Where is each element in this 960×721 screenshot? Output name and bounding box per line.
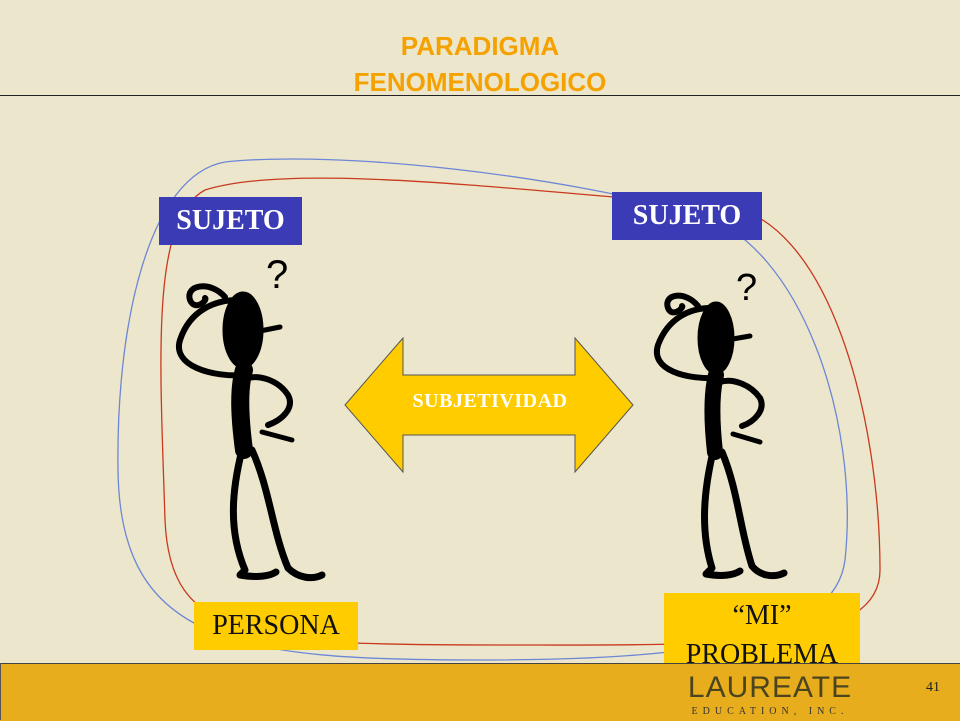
logo-subtitle: EDUCATION, INC. (691, 706, 849, 717)
title-line-2: FENOMENOLOGICO (353, 67, 607, 97)
persona-box: PERSONA (194, 602, 358, 650)
question-mark-left: ? (266, 253, 288, 297)
thinker-right-figure (653, 292, 788, 580)
question-mark-right: ? (736, 267, 757, 309)
slide-number: 41 (926, 680, 940, 695)
subjetividad-label: SUBJETIVIDAD (412, 390, 568, 412)
logo-wordmark: LAUREATE (687, 671, 853, 704)
title-divider (0, 95, 960, 96)
sujeto-left-box: SUJETO (159, 197, 302, 245)
slide-title: PARADIGMA FENOMENOLOGICO (0, 28, 960, 100)
title-line-1: PARADIGMA (400, 31, 560, 61)
footer-left-rule (0, 663, 11, 720)
thinker-left-figure (175, 283, 326, 582)
laureate-logo: LAUREATE EDUCATION, INC. (686, 672, 854, 720)
sujeto-right-box: SUJETO (612, 192, 762, 240)
footer-bar (0, 663, 960, 721)
subjetividad-double-arrow (344, 336, 634, 474)
mi-problema-line-1: “MI” (732, 600, 792, 631)
